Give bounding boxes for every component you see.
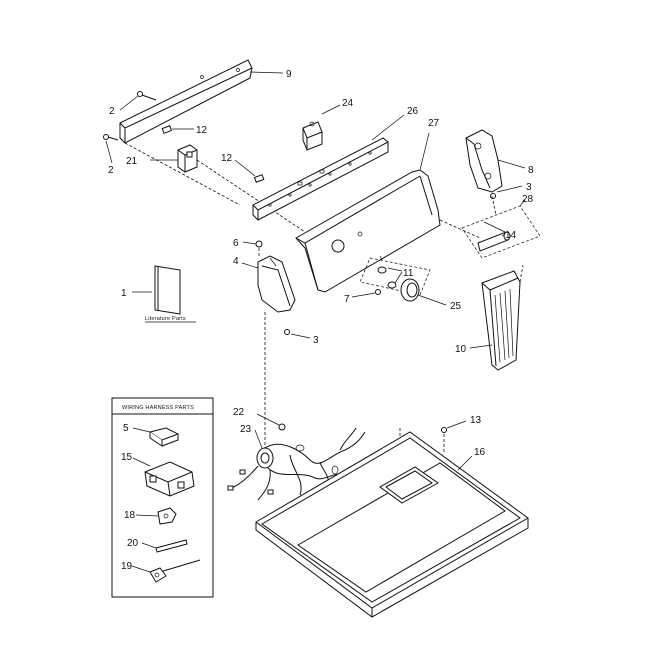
callout-2a: 2 (109, 106, 115, 117)
callout-15: 15 (121, 452, 133, 463)
part-16-cabinet-top (255, 431, 529, 618)
part-2-screws (103, 91, 157, 164)
callout-5: 5 (123, 423, 129, 434)
part-5-connector (132, 427, 180, 447)
callout-25: 25 (450, 301, 462, 312)
part-1-literature (132, 265, 181, 315)
part-25-knob (400, 278, 447, 306)
callout-23: 23 (240, 424, 252, 435)
wiring-box-title: WIRING HARNESS PARTS (122, 405, 194, 411)
callout-11: 11 (403, 268, 414, 279)
part-27-console (295, 132, 441, 293)
part-21-switch (150, 144, 198, 173)
callout-3b: 3 (313, 335, 319, 346)
part-6-screw (242, 240, 263, 248)
callout-26: 26 (407, 106, 419, 117)
callout-6: 6 (233, 238, 239, 249)
part-12-clips (161, 125, 265, 183)
callout-21: 21 (126, 156, 138, 167)
part-10-lint-screen (469, 270, 521, 371)
callout-28: 28 (522, 194, 534, 205)
callout-1: 1 (121, 288, 127, 299)
callout-3a: 3 (526, 182, 532, 193)
part-20-wire-tie (141, 539, 188, 553)
callout-22: 22 (233, 407, 245, 418)
part-18-clip (135, 507, 177, 525)
callout-9: 9 (286, 69, 292, 80)
callout-2b: 2 (108, 165, 114, 176)
part-7-screw (351, 289, 381, 298)
part-19-cord (131, 559, 201, 583)
literature-parts-label: Literature Parts (145, 316, 186, 322)
part-3-screw-top (490, 185, 523, 199)
part-22-screw (256, 413, 286, 431)
callout-14: 14 (505, 230, 517, 241)
callout-10: 10 (455, 344, 467, 355)
callout-7: 7 (344, 294, 350, 305)
callout-18: 18 (124, 510, 136, 521)
part-24-switch (302, 104, 341, 151)
callout-20: 20 (127, 538, 139, 549)
callout-27: 27 (428, 118, 440, 129)
part-4-end-cap (241, 255, 296, 313)
part-14-roller (477, 231, 511, 252)
callout-4: 4 (233, 256, 239, 267)
part-26-control-rail (252, 114, 405, 221)
part-15-terminal-block (132, 457, 195, 497)
part-11-clips (377, 266, 403, 289)
wiring-harness-box (111, 397, 214, 598)
part-13-screw (441, 420, 467, 433)
callout-24: 24 (342, 98, 354, 109)
part-9-rear-panel (119, 59, 284, 144)
callout-16: 16 (474, 447, 486, 458)
callout-12b: 12 (221, 153, 233, 164)
part-3-screw-mid (284, 329, 311, 339)
callout-8: 8 (528, 165, 534, 176)
callout-12a: 12 (196, 125, 208, 136)
callout-13: 13 (470, 415, 482, 426)
part-8-bracket (465, 129, 526, 193)
callout-19: 19 (121, 561, 133, 572)
